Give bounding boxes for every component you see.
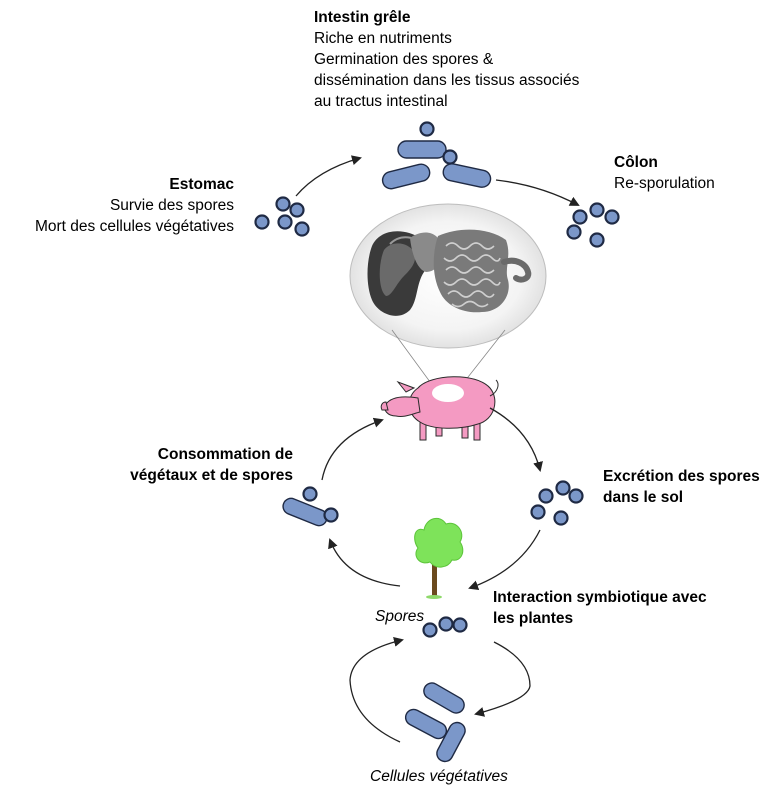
colon-title: Côlon — [614, 154, 658, 171]
consumption-title-line-1: Consommation de — [157, 446, 293, 463]
spore-icon — [572, 209, 588, 225]
vegetative-cell-icon — [436, 721, 466, 763]
spore-icon — [323, 507, 339, 523]
spores-label: Spores — [375, 608, 425, 625]
small-intestine-line-4: au tractus intestinal — [314, 93, 448, 110]
stomach-line-2: Mort des cellules végétatives — [34, 218, 234, 235]
label-consumption: Consommation de végétaux et de spores — [130, 444, 293, 486]
spore-icon — [438, 616, 454, 632]
excretion-title-line-1: Excrétion des spores — [603, 468, 760, 485]
label-spores: Spores — [375, 606, 424, 627]
arrow-consumption-to-pig — [321, 417, 384, 481]
vegetative-cell-icon — [282, 497, 328, 527]
label-colon: Côlon Re-sporulation — [614, 152, 715, 194]
tree-icon — [414, 517, 464, 599]
small-intestine-line-3: dissémination dans les tissus associés — [314, 72, 580, 89]
arrow-tree-to-consumption — [328, 538, 401, 587]
plant-spores — [422, 616, 468, 638]
plants-title-line-1: Interaction symbiotique avec — [493, 589, 707, 606]
bottom-vegetative-cells — [404, 682, 466, 763]
vegetative-cell-icon — [397, 140, 447, 159]
spore-icon — [538, 488, 554, 504]
arrow-pig-to-excretion — [489, 407, 543, 472]
excretion-spores — [530, 480, 584, 526]
vegetative-cell-icon — [442, 163, 492, 188]
spore-icon — [275, 196, 291, 212]
label-vegetative-cells: Cellules végétatives — [370, 766, 508, 787]
zoom-line-left — [391, 329, 434, 387]
vegetative-cell-icon — [381, 163, 431, 190]
arrow-stomach-to-intestine — [295, 155, 362, 197]
spore-icon — [254, 214, 270, 230]
excretion-title-line-2: dans le sol — [603, 489, 684, 506]
spore-icon — [568, 488, 584, 504]
stomach-spores — [254, 196, 310, 237]
spore-icon — [419, 121, 435, 137]
small-intestine-line-2: Germination des spores & — [314, 51, 494, 68]
label-plants: Interaction symbiotique avec les plantes — [493, 587, 707, 629]
consumption-title-line-2: végétaux et de spores — [130, 467, 293, 484]
plants-title-line-2: les plantes — [493, 610, 574, 627]
zoom-line-right — [460, 329, 506, 387]
small-intestine-title: Intestin grêle — [314, 9, 411, 26]
label-small-intestine: Intestin grêle Riche en nutriments Germi… — [314, 7, 579, 112]
spore-icon — [589, 202, 605, 218]
digestive-tract-icon — [349, 203, 547, 349]
spore-icon — [566, 224, 582, 240]
small-intestine-line-1: Riche en nutriments — [314, 30, 452, 47]
spore-icon — [553, 510, 569, 526]
label-excretion: Excrétion des spores dans le sol — [603, 466, 760, 508]
vegetative-cell-icon — [423, 682, 465, 714]
colon-spores — [566, 202, 620, 248]
arrow-vegetative-to-spores — [349, 637, 404, 743]
spore-icon — [604, 209, 620, 225]
label-stomach: Estomac Survie des spores Mort des cellu… — [35, 174, 234, 237]
vegetative-cell-icon — [404, 708, 448, 740]
spore-icon — [302, 486, 318, 502]
stomach-line-1: Survie des spores — [109, 197, 234, 214]
spore-icon — [442, 149, 458, 165]
arrow-excretion-to-tree — [468, 529, 541, 590]
spore-icon — [289, 202, 305, 218]
pig-icon — [380, 376, 499, 441]
spore-icon — [422, 622, 438, 638]
consumption-cells — [282, 486, 339, 527]
spore-icon — [555, 480, 571, 496]
spore-icon — [589, 232, 605, 248]
spore-icon — [452, 617, 468, 633]
spore-icon — [277, 214, 293, 230]
spore-icon — [294, 221, 310, 237]
spore-icon — [530, 504, 546, 520]
stomach-title: Estomac — [169, 176, 234, 193]
intestine-cells — [381, 121, 492, 190]
arrow-spores-to-vegetative — [474, 641, 531, 717]
colon-line-1: Re-sporulation — [614, 175, 715, 192]
arrow-intestine-to-colon — [495, 179, 580, 206]
vegetative-cells-label: Cellules végétatives — [370, 768, 508, 785]
